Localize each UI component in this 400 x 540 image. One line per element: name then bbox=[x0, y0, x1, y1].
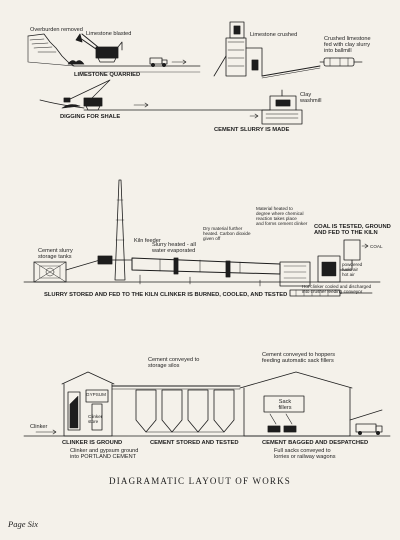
ballmill-icon bbox=[319, 57, 363, 67]
label-chem-3: reaction takes place bbox=[256, 216, 297, 221]
label-powdered-1: powdered bbox=[342, 262, 363, 267]
crusher-building bbox=[213, 21, 263, 77]
label-conveyed-hoppers-2: feeding automatic sack fillers bbox=[262, 358, 334, 364]
label-clinker: Clinker bbox=[30, 424, 48, 430]
silos bbox=[135, 389, 235, 433]
kiln-section bbox=[23, 179, 381, 297]
shale-section bbox=[39, 79, 303, 125]
label-clinker-store-1: Clinker bbox=[88, 414, 103, 419]
label-limestone-quarried: LIMESTONE QUARRIED bbox=[74, 72, 141, 78]
label-crushed-fed-3: into ballmill bbox=[324, 48, 352, 54]
clinker-store bbox=[61, 371, 115, 437]
label-storage-2: storage tanks bbox=[38, 254, 72, 260]
label-dry-3: given off bbox=[203, 236, 221, 241]
label-gypsum-note-1: Clinker and gypsum ground bbox=[70, 448, 139, 454]
storage-tanks bbox=[33, 261, 67, 283]
label-conveyed-hoppers-1: Cement conveyed to hoppers bbox=[262, 352, 336, 358]
label-storage-1: Cement slurry bbox=[38, 248, 73, 254]
page-number: Page Six bbox=[8, 519, 38, 529]
label-kiln-feeder: Kiln feeder bbox=[134, 238, 161, 244]
label-powdered-2: fuels air bbox=[342, 267, 359, 272]
label-coal-tested-2: AND FED TO THE KILN bbox=[314, 230, 378, 236]
label-cement-stored: CEMENT STORED AND TESTED bbox=[150, 440, 239, 446]
label-full-sacks-1: Full sacks conveyed to bbox=[274, 448, 331, 454]
label-digging-for-shale: DIGGING FOR SHALE bbox=[60, 114, 121, 120]
label-limestone-blasted: Limestone blasted bbox=[86, 31, 132, 37]
label-coal: COAL bbox=[370, 244, 383, 249]
label-dry-2: heated. Carbon dioxide bbox=[203, 231, 251, 236]
label-chem-2: degree where chemical bbox=[256, 211, 304, 216]
label-coal-tested-1: COAL IS TESTED, GROUND bbox=[314, 224, 391, 230]
label-hot-clinker-2: into crusher feeding conveyor bbox=[302, 289, 363, 294]
label-cement-bagged: CEMENT BAGGED AND DESPATCHED bbox=[262, 440, 369, 446]
label-cement-slurry-made: CEMENT SLURRY IS MADE bbox=[214, 127, 290, 133]
label-clinker-burned: CLINKER IS BURNED, COOLED, AND TESTED bbox=[160, 292, 288, 298]
diagram-caption: DIAGRAMATIC LAYOUT OF WORKS bbox=[109, 476, 291, 486]
label-overburden: Overburden removed bbox=[30, 27, 83, 33]
label-limestone-crushed: Limestone crushed bbox=[250, 32, 298, 38]
quarry-section bbox=[27, 21, 363, 79]
label-powdered-3: hot air bbox=[342, 272, 355, 277]
label-heated-1: Slurry heated - all bbox=[152, 242, 196, 248]
label-chem-1: Material heated to bbox=[256, 206, 293, 211]
truck-icon bbox=[149, 57, 168, 68]
label-crushed-fed-1: Crushed limestone bbox=[324, 36, 371, 42]
label-dry-1: Dry material further bbox=[203, 226, 243, 231]
label-gypsum-note-2: into PORTLAND CEMENT bbox=[70, 454, 137, 460]
label-clay-1: Clay bbox=[300, 92, 312, 98]
chimney-icon bbox=[114, 179, 126, 281]
label-clinker-ground: CLINKER IS GROUND bbox=[62, 440, 123, 446]
label-crushed-fed-2: fed with clay slurry bbox=[324, 42, 371, 48]
excavator-icon bbox=[75, 33, 123, 63]
works-section bbox=[23, 371, 391, 437]
washmill-icon bbox=[261, 89, 303, 125]
label-conveyed-silos-1: Cement conveyed to bbox=[148, 357, 200, 363]
label-hot-clinker-1: Hot clinker cooled and discharged bbox=[302, 284, 372, 289]
lorry-icon bbox=[355, 423, 383, 435]
label-clinker-store-2: store bbox=[88, 419, 99, 424]
label-gypsum: GYPSUM bbox=[86, 392, 106, 397]
dragline-icon bbox=[63, 79, 111, 111]
label-chem-4: and forms cement clinker bbox=[256, 221, 308, 226]
label-sack-1: Sack bbox=[278, 399, 292, 405]
label-slurry-stored: SLURRY STORED AND FED TO THE KILN bbox=[44, 292, 159, 298]
label-clay-2: washmill bbox=[300, 98, 322, 104]
label-full-sacks-2: lorries or railway wagons bbox=[274, 454, 336, 460]
label-conveyed-silos-2: storage silos bbox=[148, 363, 180, 369]
label-sack-2: fillers bbox=[278, 405, 292, 411]
label-heated-2: water evaporated bbox=[152, 248, 196, 254]
